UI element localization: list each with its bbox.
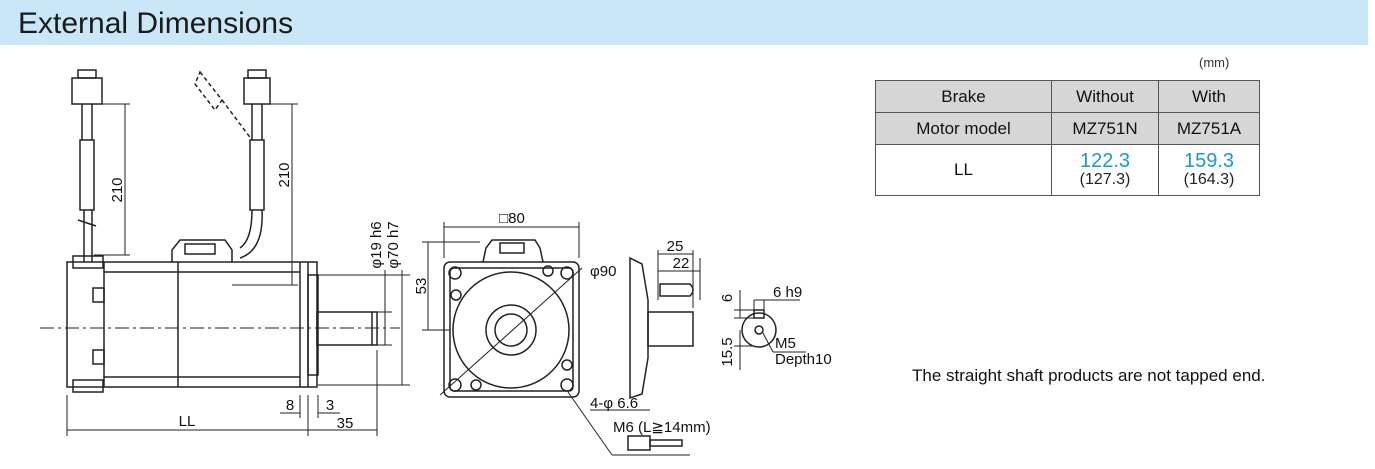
- bolt-icon: [627, 435, 683, 451]
- shaft-side-detail: [629, 256, 694, 400]
- cable-right: [194, 69, 271, 259]
- table-row: LL 122.3 (127.3) 159.3 (164.3): [875, 144, 1260, 196]
- table-row: Brake Without With: [875, 80, 1260, 113]
- shaft-end-detail: [741, 309, 777, 348]
- tap-label: M5: [775, 335, 796, 352]
- ll-brake-value: (127.3): [1079, 171, 1131, 188]
- page-title: External Dimensions: [18, 7, 294, 40]
- shaft-dia-label: φ19 h6: [368, 221, 385, 268]
- table-header-cell: With: [1158, 80, 1260, 113]
- table-cell: LL: [875, 144, 1052, 196]
- ll-value: 159.3: [1183, 150, 1235, 172]
- front-dimension-lines: [422, 222, 690, 456]
- cable-length-left: 210: [109, 177, 126, 202]
- table-cell: MZ751A: [1158, 112, 1260, 145]
- table-header-cell: Brake: [875, 80, 1052, 113]
- flange-size-label: □80: [499, 210, 525, 227]
- dim-22-label: 22: [673, 255, 690, 272]
- cable-left: [71, 69, 103, 262]
- side-dimension-lines: [40, 103, 410, 436]
- shaft-dimension-lines: [657, 250, 701, 308]
- motor-side-view: [66, 239, 378, 393]
- dim-3-label: 3: [326, 397, 334, 414]
- table-header-cell: Without: [1051, 80, 1159, 113]
- bolt-label: M6 (L≧14mm): [613, 419, 711, 436]
- cable-length-right: 210: [276, 162, 293, 187]
- ll-brake-value: (164.3): [1183, 171, 1235, 188]
- dim-53-label: 53: [413, 278, 430, 295]
- dim-15-5-label: 15.5: [719, 337, 736, 366]
- table-cell: 122.3 (127.3): [1051, 144, 1159, 196]
- dim-ll-label: LL: [179, 413, 196, 430]
- pcd-label: φ90: [590, 263, 616, 280]
- table-cell: MZ751N: [1051, 112, 1159, 145]
- dim-25-label: 25: [667, 238, 684, 255]
- dimension-table: Brake Without With Motor model MZ751N MZ…: [875, 80, 1260, 196]
- dim-35-label: 35: [337, 415, 354, 432]
- unit-label: (mm): [1199, 55, 1230, 70]
- hole-label: 4-φ 6.6: [590, 395, 638, 412]
- dimension-drawing: 210 210 φ19 h6 φ70 h7 53 LL 8 3 35 □80 φ…: [40, 69, 832, 456]
- dim-6-label: 6: [719, 294, 736, 302]
- table-cell: Motor model: [875, 112, 1052, 145]
- pilot-dia-label: φ70 h7: [385, 221, 402, 268]
- depth-label: Depth10: [775, 351, 832, 368]
- motor-front-view: [439, 239, 583, 398]
- dim-8-label: 8: [286, 397, 294, 414]
- note-text: The straight shaft products are not tapp…: [912, 366, 1266, 385]
- table-row: Motor model MZ751N MZ751A: [875, 112, 1260, 145]
- table-cell: 159.3 (164.3): [1158, 144, 1260, 196]
- shaft-end-dimension-lines: [734, 290, 806, 370]
- ll-value: 122.3: [1079, 150, 1131, 172]
- title-banner: External Dimensions: [0, 0, 1368, 45]
- key-label: 6 h9: [773, 284, 802, 301]
